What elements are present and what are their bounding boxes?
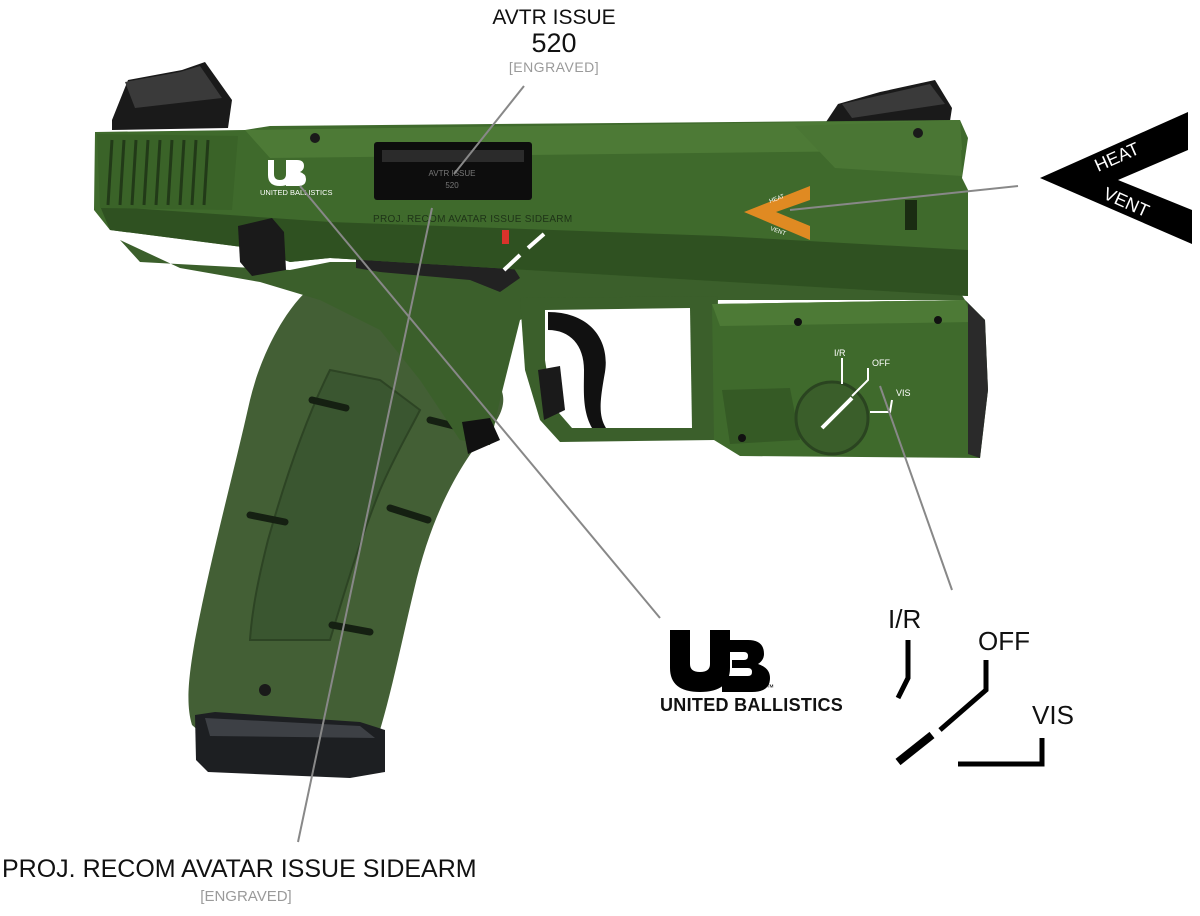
pistol-illustration: AVTR ISSUE 520 PROJ. RECOM AVATAR ISSUE … — [94, 62, 988, 778]
avtr-callout-number: 520 — [531, 28, 577, 58]
slide — [94, 120, 968, 296]
grip — [188, 282, 504, 778]
module-ir-label: I/R — [834, 348, 846, 358]
slide-ub-logo-icon — [268, 160, 306, 186]
mode-switch-icon — [895, 640, 1045, 767]
slide-vent-top: HEAT — [769, 194, 786, 205]
brand-caption: UNITED BALLISTICS — [660, 695, 844, 715]
heat-vent-chevron-icon: HEAT VENT — [1040, 112, 1192, 244]
frame — [120, 240, 965, 454]
avtr-callout-note: [ENGRAVED] — [508, 59, 600, 75]
rear-sight — [112, 62, 232, 130]
module-vis-label: VIS — [896, 388, 911, 398]
slide-vent-bottom: VENT — [769, 226, 786, 237]
ub-logo-icon: ™ — [670, 630, 774, 692]
switch-vis-label: VIS — [1032, 700, 1074, 730]
leader-lines — [297, 85, 1019, 843]
switch-ir-label: I/R — [888, 604, 922, 634]
leader-avtr — [453, 85, 525, 175]
leader-switch — [879, 385, 953, 591]
leader-sidearm — [297, 207, 433, 843]
leader-brand — [299, 185, 661, 619]
sidearm-callout-note: [ENGRAVED] — [200, 888, 292, 905]
light-module: I/R OFF VIS — [712, 300, 988, 458]
slide-engravings: AVTR ISSUE 520 PROJ. RECOM AVATAR ISSUE … — [260, 160, 810, 240]
port-engraving-line2: 520 — [445, 181, 459, 190]
logo-tm: ™ — [766, 683, 774, 692]
switch-off-label: OFF — [978, 626, 1030, 656]
slide-heat-vent-icon: HEAT VENT — [744, 186, 810, 240]
slide-logo-text: UNITED BALLISTICS — [260, 188, 333, 197]
slide-engraving-text: PROJ. RECOM AVATAR ISSUE SIDEARM — [373, 214, 572, 225]
port-engraving-line1: AVTR ISSUE — [429, 169, 476, 178]
leader-vent — [789, 185, 1019, 211]
module-off-label: OFF — [872, 358, 890, 368]
sidearm-callout-title: PROJ. RECOM AVATAR ISSUE SIDEARM — [2, 855, 477, 883]
avtr-callout-title: AVTR ISSUE — [492, 6, 616, 29]
